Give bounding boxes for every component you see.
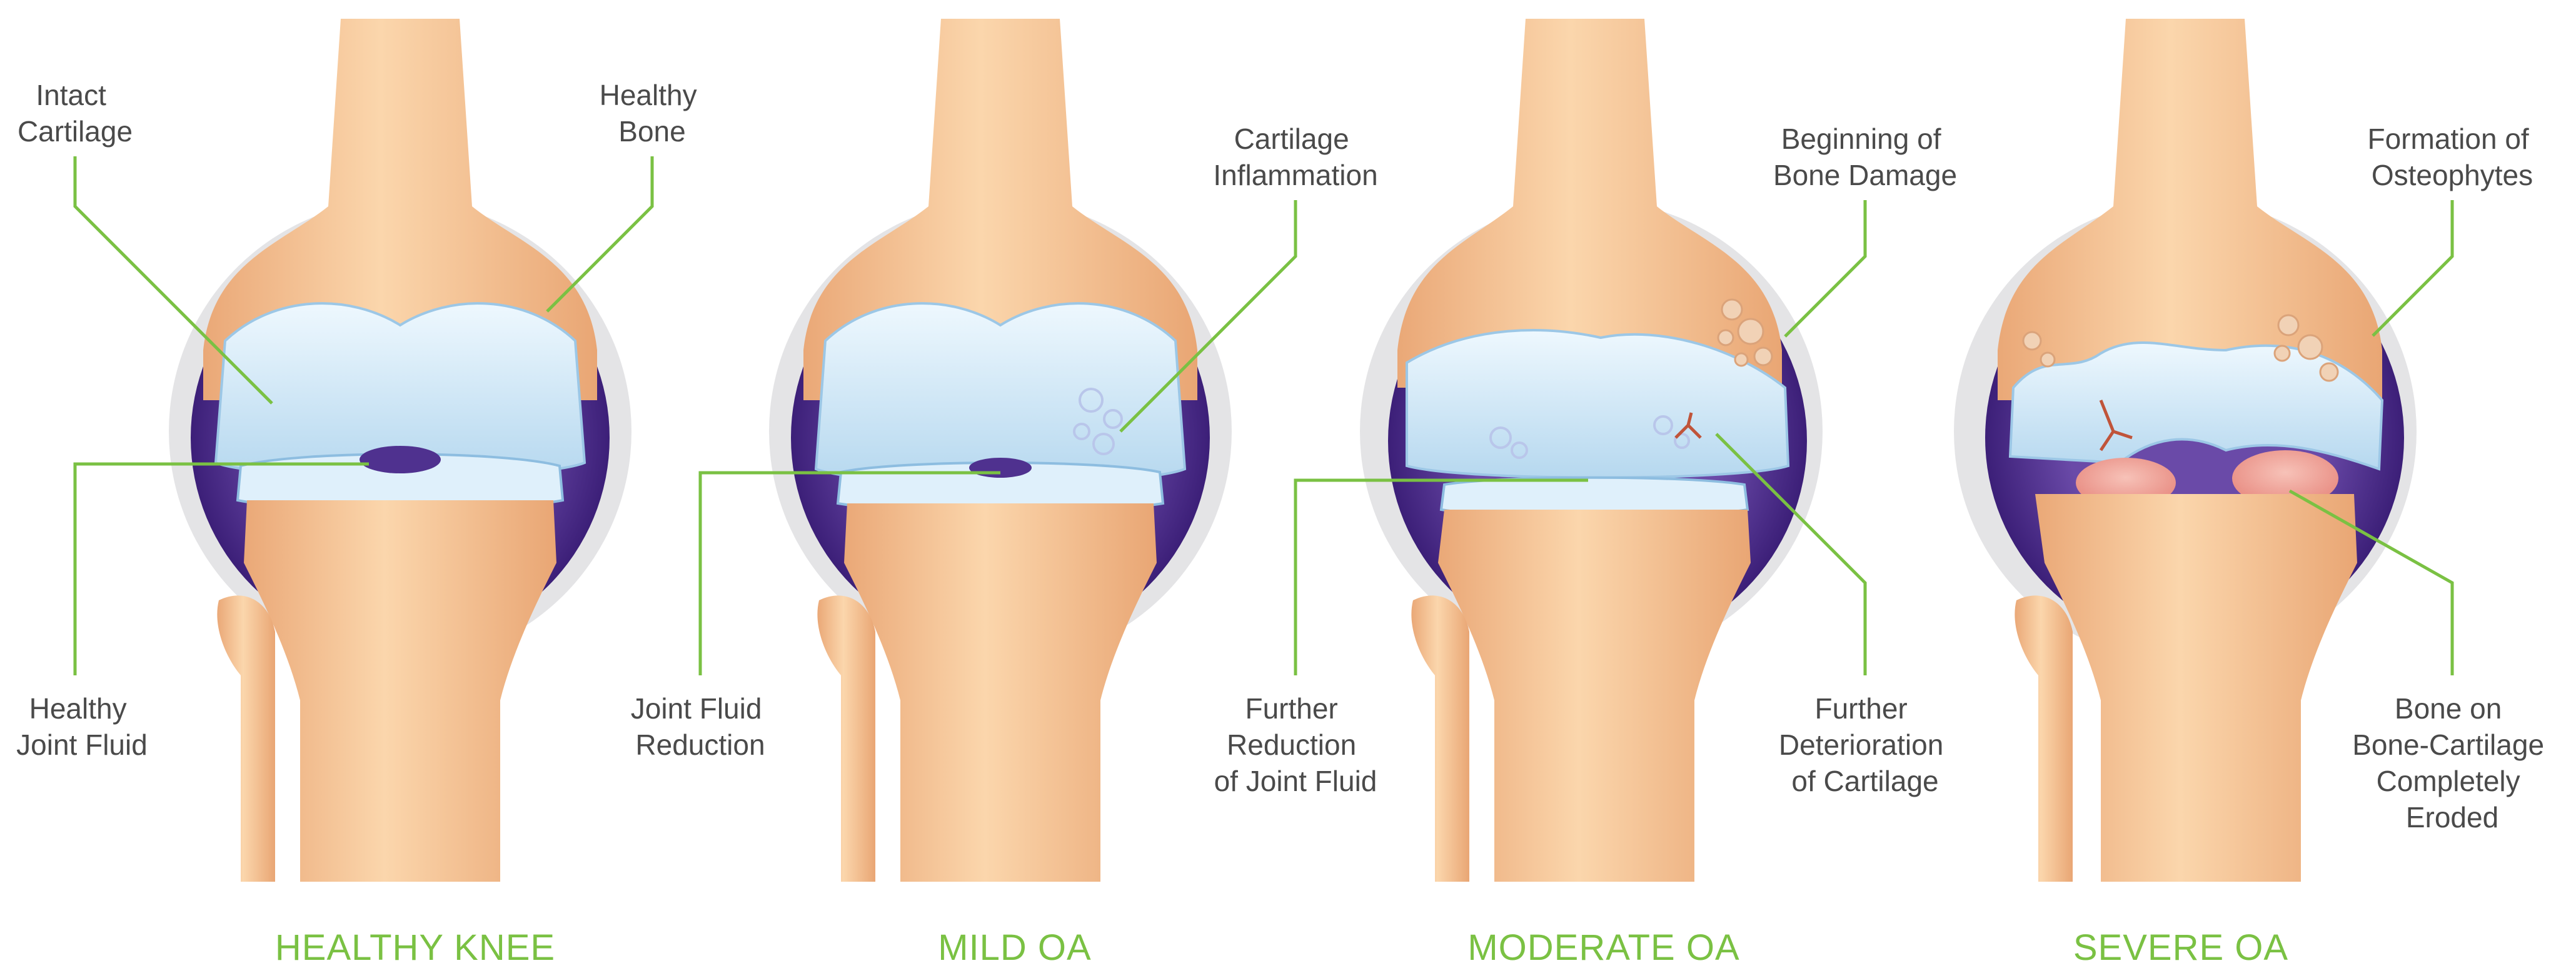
knee-illustration-healthy (169, 19, 631, 882)
leader-beginning-bone-damage (1785, 200, 1865, 336)
label-intact-cartilage: Intact Cartilage (18, 79, 133, 148)
knee-illustration-severe (1954, 19, 2417, 882)
label-healthy-bone: Healthy Bone (600, 79, 705, 148)
title-severe-oa: SEVERE OA (2073, 927, 2288, 968)
title-mild-oa: MILD OA (938, 927, 1092, 968)
label-further-deterioration-cartilage: Further Deterioration of Cartilage (1779, 692, 1951, 797)
label-joint-fluid-reduction: Joint Fluid Reduction (631, 692, 770, 761)
label-formation-osteophytes: Formation of Osteophytes (2368, 123, 2537, 191)
knee-illustration-moderate (1360, 19, 1823, 882)
label-healthy-joint-fluid: Healthy Joint Fluid (16, 692, 148, 761)
title-moderate-oa: MODERATE OA (1467, 927, 1739, 968)
label-cartilage-inflammation: Cartilage Inflammation (1213, 123, 1377, 191)
label-further-reduction-joint-fluid: Further Reduction of Joint Fluid (1214, 692, 1377, 797)
knee-illustration-mild (769, 19, 1232, 882)
label-bone-on-bone-cartilage-eroded: Bone on Bone-Cartilage Completely Eroded (2352, 692, 2552, 834)
label-beginning-bone-damage: Beginning of Bone Damage (1773, 123, 1957, 191)
panel-severe-oa: Formation of Osteophytes Bone on Bone-Ca… (1954, 19, 2552, 968)
panel-mild-oa: Cartilage Inflammation Joint Fluid Reduc… (631, 19, 1378, 968)
title-healthy-knee: HEALTHY KNEE (275, 927, 555, 968)
panel-healthy-knee: Intact Cartilage Healthy Bone Healthy Jo… (16, 19, 705, 968)
